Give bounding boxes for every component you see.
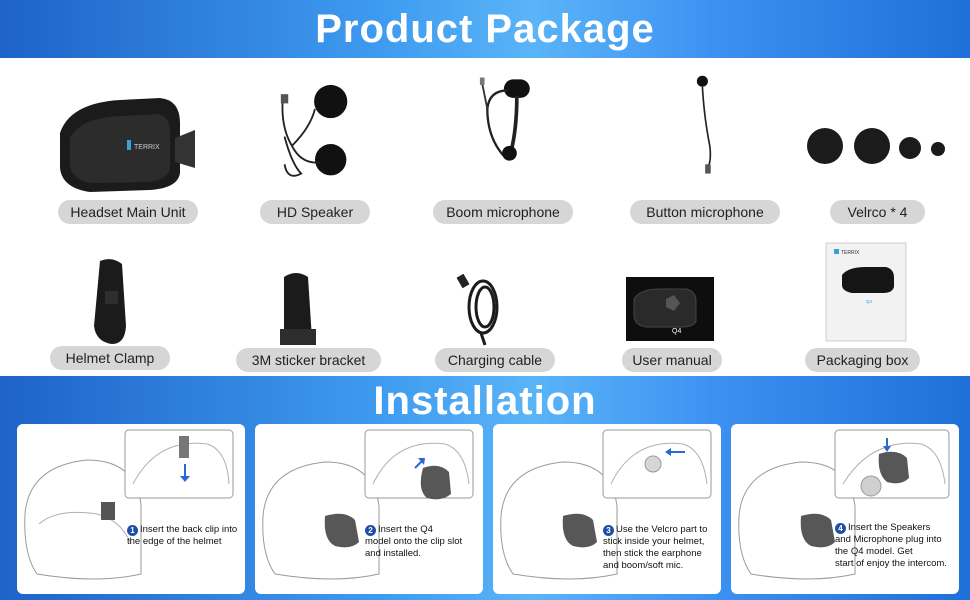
product-boom-microphone: Boom microphone	[408, 72, 598, 224]
product-package-banner: Product Package	[0, 0, 970, 58]
step-3-illustration	[500, 429, 712, 580]
manual-model-text: Q4	[672, 328, 681, 335]
step-4-description: Insert the Speakers and Microphone plug …	[835, 522, 947, 569]
step-2-number: 2	[365, 525, 376, 536]
product-label: Helmet Clamp	[50, 346, 170, 370]
product-label: Charging cable	[435, 348, 555, 372]
step-1-description: Insert the back clip into the edge of th…	[127, 524, 238, 547]
box-model-text: Q4	[866, 299, 873, 304]
user-manual-image: Q4	[626, 277, 714, 341]
helmet-clamp-image	[94, 259, 126, 344]
product-label: HD Speaker	[260, 200, 370, 224]
product-label: Button microphone	[630, 200, 780, 224]
product-label: Velrco * 4	[830, 200, 925, 224]
product-label: Packaging box	[805, 348, 920, 372]
product-headset-main-unit: TERRIX Headset Main Unit	[30, 88, 220, 238]
product-button-microphone: Button microphone	[612, 72, 802, 224]
headset-logo-text: TERRIX	[134, 144, 160, 151]
button-microphone-image	[696, 75, 712, 174]
product-hd-speaker: HD Speaker	[220, 72, 410, 224]
boom-microphone-image	[479, 77, 530, 161]
step-4-number: 4	[835, 523, 846, 534]
product-grid: TERRIX Headset Main Unit HD Speaker Boom…	[0, 58, 970, 376]
product-packaging-box: TERRIX Q4 Packaging box	[790, 234, 970, 384]
product-label: Boom microphone	[433, 200, 573, 224]
step-3-description: Use the Velcro part to stick inside your…	[603, 524, 708, 571]
hd-speaker-image	[280, 84, 348, 177]
product-label: 3M sticker bracket	[236, 348, 381, 372]
charging-cable-image	[456, 273, 499, 346]
headset-unit-image: TERRIX	[60, 98, 195, 192]
sticker-bracket-image	[280, 273, 316, 345]
product-sticker-bracket: 3M sticker bracket	[226, 254, 416, 404]
step-1-number: 1	[127, 525, 138, 536]
packaging-box-image: TERRIX Q4	[825, 242, 907, 342]
step-2-description: Insert the Q4 model onto the clip slot a…	[365, 524, 463, 559]
installation-banner: Installation	[0, 376, 970, 426]
step-3-number: 3	[603, 525, 614, 536]
step-2-illustration	[262, 429, 474, 580]
product-package-title: Product Package	[315, 6, 655, 51]
step-1-illustration	[24, 429, 234, 580]
product-user-manual: Q4 User manual	[610, 254, 800, 404]
product-helmet-clamp: Helmet Clamp	[30, 246, 220, 396]
product-label: User manual	[622, 348, 722, 372]
product-charging-cable: Charging cable	[405, 254, 595, 404]
step-4-illustration	[738, 429, 950, 580]
velcro-image	[807, 128, 945, 164]
product-velcro: Velrco * 4	[790, 88, 970, 238]
box-logo-text: TERRIX	[841, 250, 860, 256]
installation-title: Installation	[373, 378, 597, 423]
product-label: Headset Main Unit	[58, 200, 198, 224]
